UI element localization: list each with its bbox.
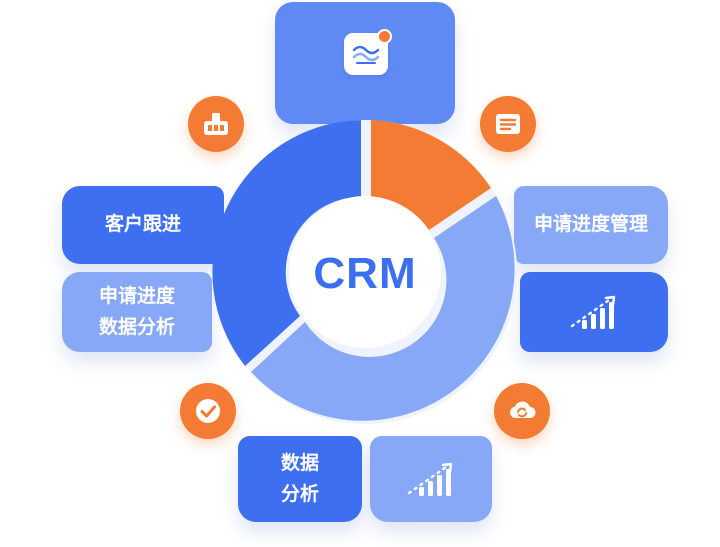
customer-followup-panel: 客户跟进 [62,186,224,264]
growth-chart-icon [407,462,453,496]
customer-followup-label: 客户跟进 [104,213,181,236]
dashboard-badge [188,96,244,152]
growth-chart-icon [570,295,616,329]
data-analysis-line1: 数据 [280,451,319,474]
document-list-icon [496,114,520,134]
ring-segment-light [251,196,515,421]
ring-segment-orange [371,120,491,230]
crm-center-label: CRM [313,249,417,298]
growth-chart-panel-right [520,272,668,352]
progress-analysis-line1: 申请进度 [98,284,175,307]
checkmark-badge [180,383,236,439]
crm-ring [212,120,517,424]
data-analysis-panel: 数据 分析 [238,436,362,522]
cloud-sync-badge [494,383,550,439]
dashboard-icon [204,113,228,135]
growth-chart-panel-bottom [370,436,492,522]
progress-analysis-line2: 数据分析 [98,316,175,338]
checkmark-icon [196,399,220,423]
ring-segment-dark [212,120,361,366]
data-analysis-line2: 分析 [280,483,319,505]
document-list-badge [480,96,536,152]
chart-app-icon [344,29,392,75]
progress-analysis-panel: 申请进度 数据分析 [62,272,212,352]
notification-dot [377,29,392,44]
progress-management-label: 申请进度管理 [533,213,648,236]
progress-management-panel: 申请进度管理 [514,186,668,264]
cloud-sync-icon [510,401,536,418]
